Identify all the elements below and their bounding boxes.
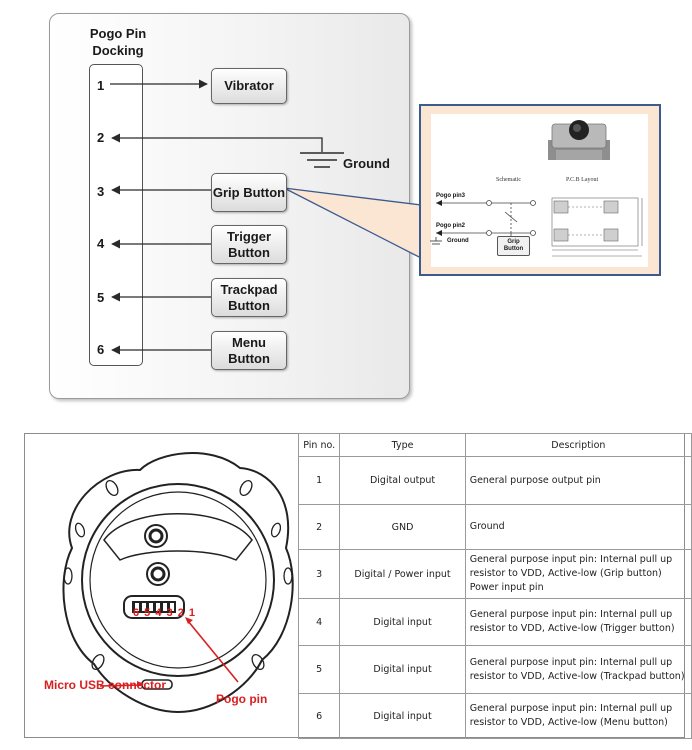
inset-ground-icon xyxy=(430,237,442,245)
pin-number-2: 2 xyxy=(97,130,105,145)
pin-number-4: 4 xyxy=(97,236,105,251)
pin-number-3: 3 xyxy=(97,184,105,199)
type-cell: Digital input xyxy=(339,645,466,694)
description-cell: Ground xyxy=(464,504,692,550)
pin-number-5: 5 xyxy=(97,290,105,305)
pin-description-table: Pin no. Type Description 1 Digital outpu… xyxy=(297,433,692,739)
inset-grip-button-box: Grip Button xyxy=(497,236,530,256)
controller-bottom-outline xyxy=(62,452,294,714)
mounting-hole-icons xyxy=(63,479,293,671)
pin-cell: 2 xyxy=(297,504,341,550)
inset-ground-label: Ground xyxy=(447,238,469,244)
type-cell: Digital input xyxy=(339,693,466,739)
pogo-pin-connector-icon xyxy=(123,595,185,619)
trigger-button-box: Trigger Button xyxy=(211,225,287,264)
type-cell: GND xyxy=(339,504,466,550)
pin-cell: 6 xyxy=(297,693,341,739)
table-row: 1 Digital output General purpose output … xyxy=(297,456,692,505)
type-cell: Digital input xyxy=(339,598,466,646)
vibrator-box: Vibrator xyxy=(211,68,287,104)
ground-label: Ground xyxy=(343,156,390,171)
wire-pin2-ground xyxy=(111,133,323,152)
inner-plate xyxy=(103,513,253,561)
header-description: Description xyxy=(464,433,692,457)
table-row: 3 Digital / Power input General purpose … xyxy=(297,549,692,599)
table-row: 6 Digital input General purpose input pi… xyxy=(297,693,692,739)
pogo-pin3-label: Pogo pin3 xyxy=(436,193,465,199)
grip-button-detail-inset xyxy=(419,104,661,276)
pin-cell: 4 xyxy=(297,598,341,646)
description-cell: General purpose input pin: Internal pull… xyxy=(464,645,692,694)
pcb-layout-drawing xyxy=(551,197,643,257)
table-row: 5 Digital input General purpose input pi… xyxy=(297,645,692,694)
pogo-arrow-icons xyxy=(436,200,442,236)
ground-icon xyxy=(300,152,344,168)
header-type: Type xyxy=(339,433,466,457)
pin-number-6: 6 xyxy=(97,342,105,357)
description-cell: General purpose input pin: Internal pull… xyxy=(464,549,692,599)
dock-title: Pogo Pin Docking xyxy=(89,26,147,58)
pogo-pin2-label: Pogo pin2 xyxy=(436,223,465,229)
callout-arrows xyxy=(99,617,239,687)
description-cell: General purpose input pin: Internal pull… xyxy=(464,693,692,739)
pin-number-1: 1 xyxy=(97,78,105,93)
pin-cell: 5 xyxy=(297,645,341,694)
pin-order-label: 6 5 4 3 2 1 xyxy=(133,607,196,619)
tactile-switch-photo xyxy=(548,120,610,160)
header-pin-no: Pin no. xyxy=(297,433,341,457)
grip-button-box: Grip Button xyxy=(211,173,287,212)
pcb-layout-label: P.C.B Layout xyxy=(566,177,599,183)
pin-cell: 3 xyxy=(297,549,341,599)
menu-button-box: Menu Button xyxy=(211,331,287,370)
micro-usb-label: Micro USB connector xyxy=(44,678,167,692)
docking-connector xyxy=(89,64,143,366)
description-cell: General purpose output pin xyxy=(464,456,692,505)
schematic-label: Schematic xyxy=(496,177,521,183)
pogo-pin-label: Pogo pin xyxy=(216,692,268,706)
switch-schematic xyxy=(436,200,536,236)
table-row: 2 GND Ground xyxy=(297,504,692,550)
screw-hole-icons xyxy=(144,524,170,586)
inset-content xyxy=(431,114,648,267)
trackpad-button-box: Trackpad Button xyxy=(211,278,287,317)
type-cell: Digital / Power input xyxy=(339,549,466,599)
table-row: 4 Digital input General purpose input pi… xyxy=(297,598,692,646)
description-cell: General purpose input pin: Internal pull… xyxy=(464,598,692,646)
table-header-row: Pin no. Type Description xyxy=(297,433,692,457)
type-cell: Digital output xyxy=(339,456,466,505)
pin-cell: 1 xyxy=(297,456,341,505)
